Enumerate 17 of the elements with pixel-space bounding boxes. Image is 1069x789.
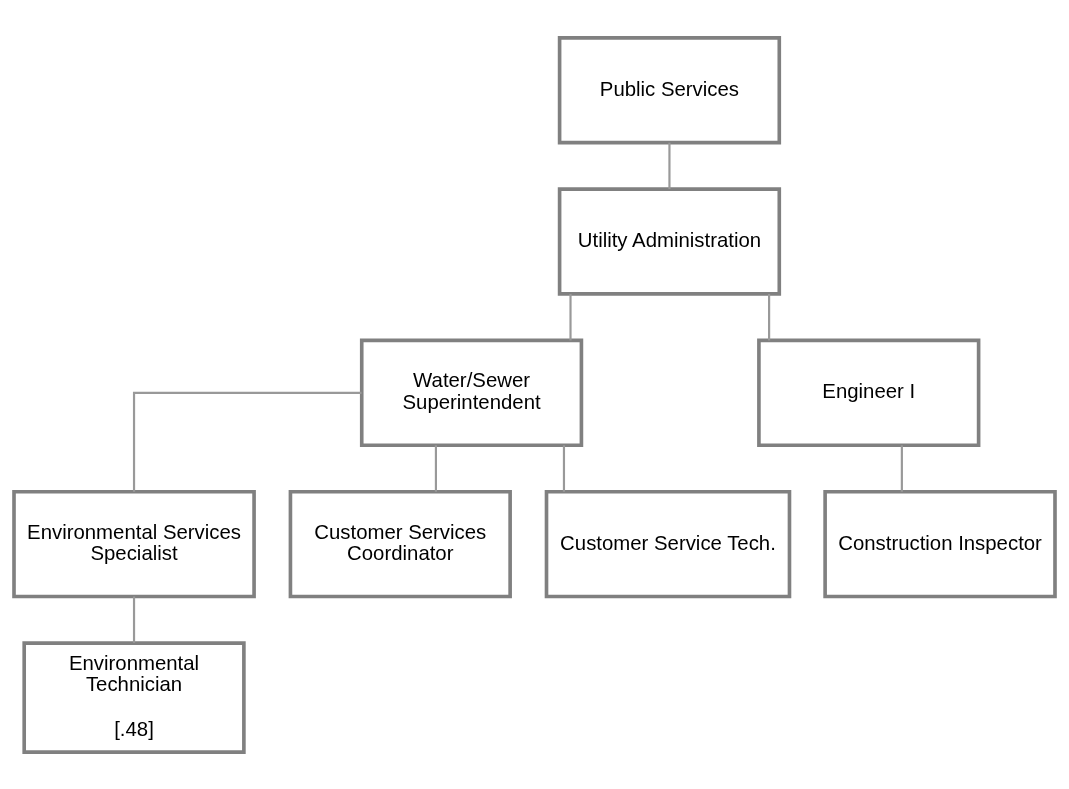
connector xyxy=(569,293,572,340)
connector xyxy=(900,444,903,492)
connector xyxy=(132,596,136,643)
node-box: Environmental Services Specialist xyxy=(12,489,256,598)
node-box: Engineer I xyxy=(757,338,981,447)
connector xyxy=(434,444,437,492)
node-box: Public Services xyxy=(557,35,782,144)
node-box: Environmental Technician [.48] xyxy=(22,640,246,754)
connector xyxy=(132,391,362,492)
node-box: Customer Service Tech. xyxy=(544,489,792,598)
node-box: Construction Inspector xyxy=(823,489,1057,598)
node-box: Customer Services Coordinator xyxy=(288,489,512,598)
connector xyxy=(768,293,771,340)
node-box: Water/Sewer Superintendent xyxy=(359,338,584,447)
node-box: Utility Administration xyxy=(557,186,782,296)
connector xyxy=(668,142,671,189)
connector xyxy=(562,444,566,492)
